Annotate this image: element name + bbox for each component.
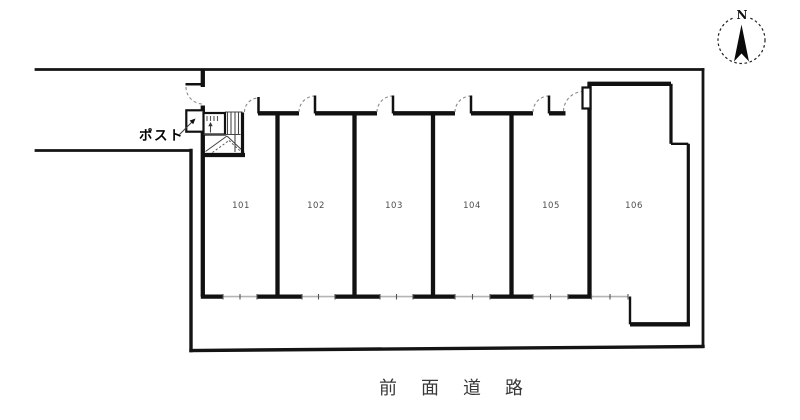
window-ticks xyxy=(222,294,629,300)
unit-106-walls xyxy=(587,81,690,327)
door-swing-101 xyxy=(243,97,259,113)
door-swing-106 xyxy=(562,90,584,112)
mailbox-label: ポスト xyxy=(139,128,184,144)
site-boundary-bottom xyxy=(189,344,705,353)
room-label-102: 102 xyxy=(307,201,325,211)
mailbox-arrow-head xyxy=(189,118,196,125)
door-leaf-106 xyxy=(581,86,592,110)
entrance-door-swing xyxy=(185,86,204,105)
room-label-105: 105 xyxy=(542,201,560,211)
door-swing-102 xyxy=(298,95,316,113)
door-swing-103 xyxy=(376,95,394,113)
room-label-103: 103 xyxy=(385,201,403,211)
south-windows xyxy=(222,294,629,300)
stair-winder-dash-b xyxy=(228,140,244,155)
compass-north-label: N xyxy=(734,9,750,22)
room-label-101: 101 xyxy=(232,201,250,211)
door-swing-104 xyxy=(454,95,472,113)
stair-landing-treads xyxy=(206,116,219,121)
room-label-104: 104 xyxy=(463,201,481,211)
stair-winder-a xyxy=(205,135,228,152)
entrance-door xyxy=(185,83,204,105)
unit-doors xyxy=(243,86,592,114)
room-label-106: 106 xyxy=(625,201,643,211)
stair-winder-dash-a xyxy=(208,140,230,156)
mailbox-box xyxy=(185,109,205,133)
building-walls xyxy=(200,69,592,299)
staircase xyxy=(202,111,245,158)
compass xyxy=(717,15,766,65)
site-boundary xyxy=(34,68,705,353)
north-arrow-icon xyxy=(734,24,749,62)
stair-treads xyxy=(226,112,240,152)
door-swing-105 xyxy=(532,95,550,113)
front-road-label: 前面道路 xyxy=(379,378,547,399)
stair-up-arrow-head xyxy=(208,122,213,127)
mailbox-arrow-line xyxy=(179,120,194,135)
